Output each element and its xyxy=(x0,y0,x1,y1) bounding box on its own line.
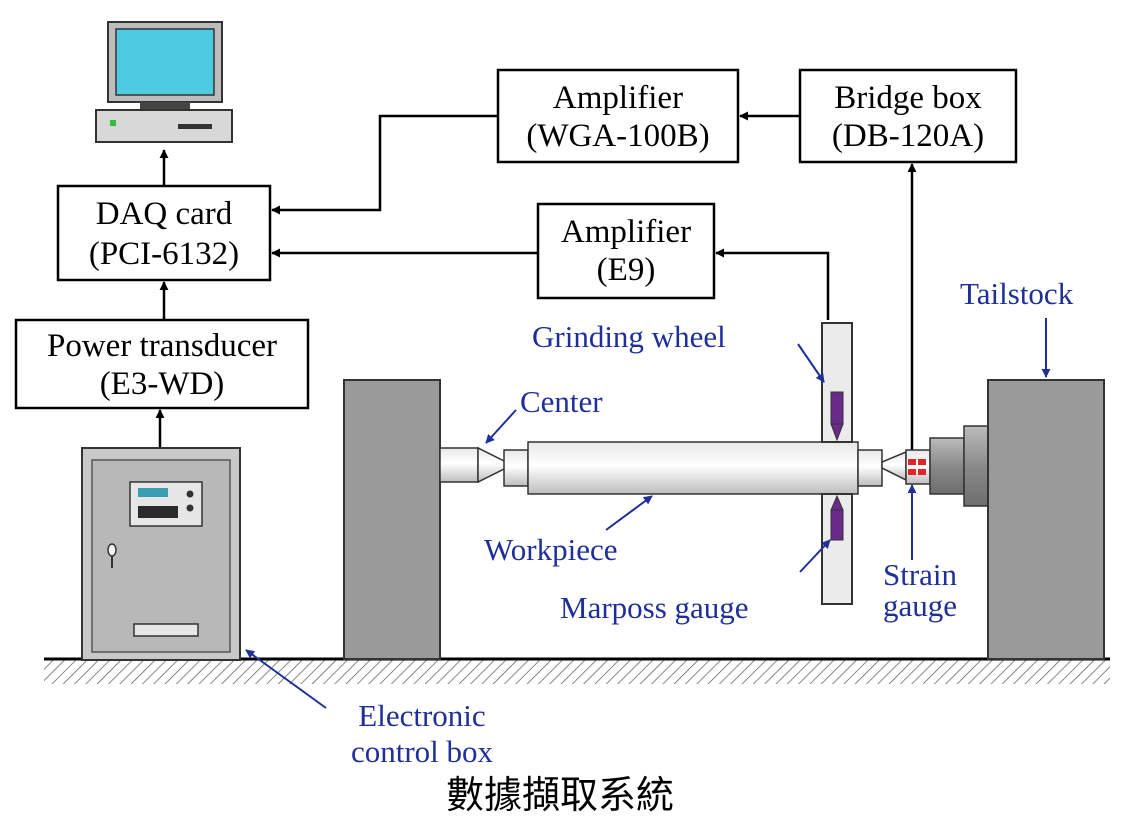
electronic-control-box-label-line2: control box xyxy=(351,734,494,769)
amplifier-e9-model: (E9) xyxy=(597,252,656,288)
strain-gauge-label-line1: Strain xyxy=(883,557,958,592)
amplifier-wga-model: (WGA-100B) xyxy=(526,118,709,154)
tailstock-label: Tailstock xyxy=(960,276,1074,311)
workpiece-label: Workpiece xyxy=(484,532,618,567)
marposs-gauge-label: Marposs gauge xyxy=(560,590,749,625)
grinding-wheel xyxy=(821,322,853,605)
bridge-box-model: (DB-120A) xyxy=(832,118,984,154)
daq-card-box: DAQ card (PCI-6132) xyxy=(56,184,272,282)
marposs-gauge xyxy=(830,391,844,541)
power-transducer-model: (E3-WD) xyxy=(100,366,225,402)
callout-arrows xyxy=(245,318,1051,709)
strain-gauge xyxy=(908,459,926,475)
figure-caption: 數據擷取系統 xyxy=(446,773,674,817)
electronic-control-box-label-line1: Electronic xyxy=(358,698,485,733)
power-transducer-title: Power transducer xyxy=(47,328,277,364)
strain-gauge-label-line2: gauge xyxy=(883,588,957,623)
signal-connectors xyxy=(155,111,917,456)
amplifier-wga-box: Amplifier (WGA-100B) xyxy=(496,68,740,164)
ground xyxy=(44,657,1110,684)
electronic-cabinet-icon xyxy=(81,447,241,661)
tailstock xyxy=(929,379,1105,660)
workpiece-shaft xyxy=(503,441,883,495)
amplifier-wga-title: Amplifier xyxy=(553,80,683,116)
right-center xyxy=(881,449,931,485)
daq-card-model: (PCI-6132) xyxy=(89,236,239,272)
desktop-computer-icon xyxy=(95,21,233,143)
grinding-wheel-label: Grinding wheel xyxy=(532,319,726,354)
bridge-box: Bridge box (DB-120A) xyxy=(798,68,1018,164)
power-transducer-box: Power transducer (E3-WD) xyxy=(14,318,310,410)
headstock xyxy=(343,379,441,660)
daq-card-title: DAQ card xyxy=(96,196,233,232)
amplifier-e9-title: Amplifier xyxy=(561,214,691,250)
center-label: Center xyxy=(520,384,603,419)
amplifier-e9-box: Amplifier (E9) xyxy=(536,202,716,300)
bridge-box-title: Bridge box xyxy=(834,80,982,116)
left-center xyxy=(439,446,507,484)
